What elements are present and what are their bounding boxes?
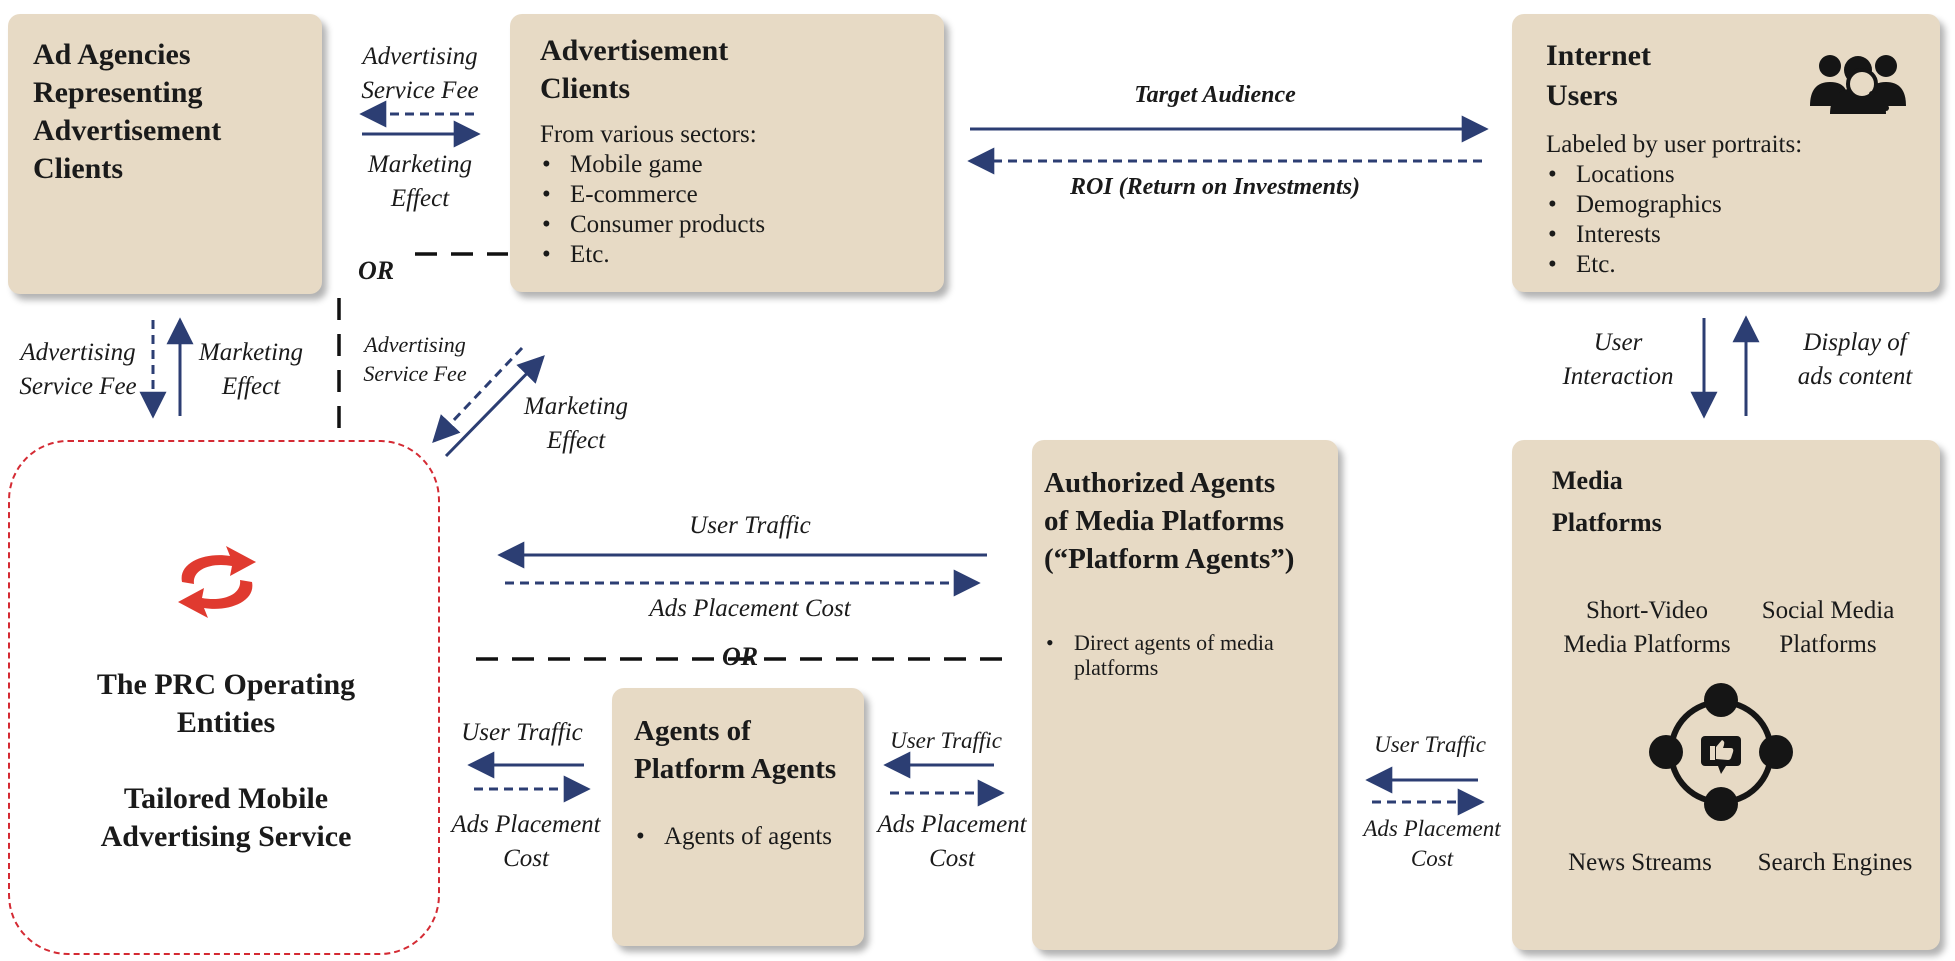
agents-of-agents-body: Agents of agents [634,822,832,852]
list-item: Locations [1546,160,1802,190]
label-user-interaction: User Interaction [1562,329,1674,390]
label-marketing-effect-top: Marketing Effect [367,151,473,212]
label-user-traffic-main: User Traffic [689,512,811,539]
agents-of-agents-box: Agents of Platform Agents Agents of agen… [612,688,864,946]
list-item: Demographics [1546,190,1802,220]
list-item: Consumer products [540,210,765,240]
search-engines-label: Search Engines [1757,849,1913,876]
label-adv-fee-diag: Advertising Service Fee [363,332,467,386]
platform-agents-title: Authorized Agents of Media Platforms (“P… [1044,467,1295,575]
users-search-icon [1810,55,1906,114]
prc-entities-box: The PRC Operating Entities Tailored Mobi… [8,440,440,955]
list-item: Mobile game [540,150,765,180]
ad-agencies-box: Ad Agencies Representing Advertisement C… [8,14,322,294]
or-bottom-label: OR [722,642,759,671]
list-item: Interests [1546,220,1802,250]
label-target-audience: Target Audience [1134,82,1296,108]
list-item: E-commerce [540,180,765,210]
platform-agents-box: Authorized Agents of Media Platforms (“P… [1032,440,1338,950]
list-item: Agents of agents [634,822,832,852]
internet-users-title: Internet Users [1546,39,1651,112]
label-ads-cost-main: Ads Placement Cost [649,595,851,622]
like-network-icon [1649,683,1793,821]
platform-agents-body: Direct agents of media platforms [1044,630,1324,680]
arrow-effect-diag [444,355,545,458]
label-adv-fee-top: Advertising Service Fee [361,43,479,104]
label-ads-cost-left: Ads Placement Cost [451,811,601,872]
internet-users-body: Labeled by user portraits: Locations Dem… [1546,130,1802,280]
prc-entities-title: The PRC Operating Entities [96,668,356,739]
label-roi: ROI (Return on Investments) [1069,174,1361,200]
prc-service-title: Tailored Mobile Advertising Service [100,782,352,853]
internet-users-list: Locations Demographics Interests Etc. [1546,160,1802,280]
media-platforms-title: Media Platforms [1552,466,1662,537]
label-ads-cost-mid: Ads Placement Cost [877,811,1027,872]
label-user-traffic-left: User Traffic [461,719,583,746]
label-marketing-effect-diag: Marketing Effect [523,393,629,454]
news-streams-label: News Streams [1568,849,1712,876]
list-item: Etc. [540,240,765,270]
list-item: Direct agents of media platforms [1044,630,1324,680]
arrow-fee-diag [432,346,524,443]
social-media-label: Social Media Platforms [1761,597,1895,658]
media-platforms-box: Media Platforms Short-Video Media Platfo… [1512,440,1940,950]
company-logo [178,546,256,618]
label-marketing-effect-left: Marketing Effect [198,339,304,400]
ad-clients-title: Advertisement Clients [540,34,729,105]
label-user-traffic-right: User Traffic [1374,732,1486,757]
ad-clients-box: Advertisement Clients From various secto… [510,14,944,292]
short-video-label: Short-Video Media Platforms [1563,597,1731,658]
label-user-traffic-mid: User Traffic [890,728,1002,753]
ad-agencies-title: Ad Agencies Representing Advertisement C… [33,38,222,185]
or-top-label: OR [358,256,395,285]
platform-agents-list: Direct agents of media platforms [1044,630,1324,680]
label-adv-fee-left: Advertising Service Fee [19,339,137,400]
agents-of-agents-list: Agents of agents [634,822,832,852]
label-ads-cost-right: Ads Placement Cost [1363,816,1501,871]
ad-clients-list: Mobile game E-commerce Consumer products… [540,150,765,270]
ad-clients-body: From various sectors: Mobile game E-comm… [540,120,765,270]
agents-of-agents-title: Agents of Platform Agents [634,715,837,785]
internet-users-box: Internet Users Labeled by user portraits… [1512,14,1940,292]
label-display-ads: Display of ads content [1797,329,1913,390]
list-item: Etc. [1546,250,1802,280]
